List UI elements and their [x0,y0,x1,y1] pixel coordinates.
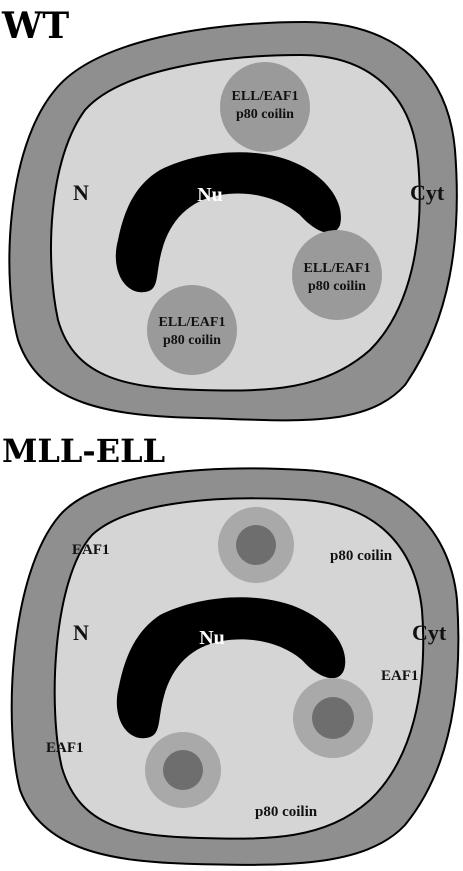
nucleus-label-wt: N [73,180,89,205]
annotation-eaf1-right: EAF1 [381,668,419,684]
nucleolus-wt [115,152,341,293]
cajal-body-wt-3: ELL/EAF1 p80 coilin [147,285,237,375]
cajal-body-wt-2: ELL/EAF1 p80 coilin [292,230,382,320]
body-label-line1: ELL/EAF1 [232,89,299,104]
annotation-eaf1-top-left: EAF1 [72,542,110,558]
cajal-body-mll-ell-1 [218,507,294,583]
cytoplasm-label-wt: Cyt [410,180,445,205]
body-label-line2: p80 coilin [236,107,294,122]
body-label-line2: p80 coilin [163,333,221,348]
annotation-p80-coilin-bottom: p80 coilin [255,804,318,820]
body-label-line2: p80 coilin [308,279,366,294]
nucleolus-label-wt: Nu [197,184,223,206]
cajal-body-mll-ell-3 [145,732,221,808]
nucleolus-label-mll-ell: Nu [199,627,225,649]
nucleolus-mll-ell [116,597,346,739]
body-label-line1: ELL/EAF1 [159,315,226,330]
panel-title-wt: WT [1,5,69,47]
panel-title-mll-ell: MLL-ELL [2,432,165,470]
cytoplasm-label-mll-ell: Cyt [412,620,447,645]
body-label-line1: ELL/EAF1 [304,261,371,276]
cajal-body-wt-1: ELL/EAF1 p80 coilin [220,62,310,152]
panel-wt: WT Nu N Cyt ELL/EAF1 p80 coilin ELL/EAF1… [1,5,458,422]
annotation-eaf1-bottom-left: EAF1 [46,740,84,756]
annotation-p80-coilin-top-right: p80 coilin [330,548,393,564]
nucleus-label-mll-ell: N [73,620,89,645]
cajal-body-mll-ell-2 [293,678,373,758]
panel-mll-ell: MLL-ELL Nu N Cyt EAF1 p80 coilin EAF1 EA… [2,432,460,866]
